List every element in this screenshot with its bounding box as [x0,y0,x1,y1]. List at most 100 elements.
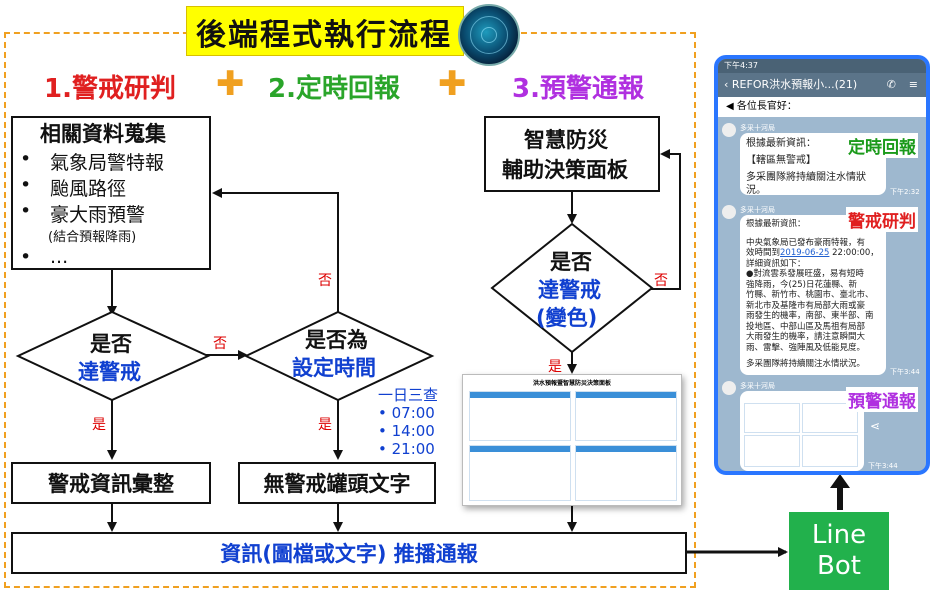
date-link[interactable]: 2019-06-25 [780,248,830,258]
title-banner [186,6,464,56]
msg-line: 中央氣象局已發布豪雨特報，有 [746,237,866,248]
phone-mockup: 下午4:37 ‹ REFOR洪水預報小...(21) ✆ ≡ ◀ 各位長官好： … [714,55,930,475]
collect-item-rain-note: (結合預報降雨) [48,230,137,245]
collect-item-weather: 氣象局警特報 [50,152,165,174]
msg-line: 【轄區無警戒】 [746,155,816,166]
schedule-time-1: 07:00 [391,404,435,422]
collect-item-typhoon: 颱風路徑 [50,178,127,200]
thumbnail-title: 洪水預報暨智慧防災決策面板 [532,380,611,387]
msg-line: 詳細資訊如下： [746,258,806,269]
bullet: • [20,148,32,170]
call-icon[interactable]: ✆ [886,78,896,91]
announcement-bar[interactable]: ◀ 各位長官好： [718,97,926,117]
status-time: 下午4:37 [724,61,758,70]
megaphone-icon: ◀ [726,101,737,112]
msg-line: 多采團隊將持續關注水情狀況。 [746,172,866,196]
tag-judge: 警戒研判 [846,207,918,232]
thumb-panel [744,435,800,467]
msg-line: 強降雨，今(25)日花蓮縣、新 [746,279,857,290]
msg-line: 新北市及基隆市有局部大雨或豪 [746,300,866,311]
chat-title[interactable]: REFOR洪水預報小...(21) [731,78,858,91]
message-warning-image[interactable] [740,391,864,471]
radar-ring-inner [481,27,497,43]
message-judge[interactable]: 根據最新資訊： 中央氣象局已發布豪雨特報，有 效時間到2019-06-25 22… [740,215,886,375]
avatar[interactable] [722,381,736,395]
bullet: • [20,200,32,222]
schedule-time-3: 21:00 [391,440,435,458]
msg-line: ●對流雲系發展旺盛，易有短時 [746,269,864,279]
sender-name: 多采十河局 [740,206,775,214]
avatar[interactable] [722,123,736,137]
plus-icon: ✚ [216,64,245,104]
page-title: 後端程式執行流程 [196,18,452,53]
push-notify-box: 資訊(圖檔或文字) 推播通報 [11,532,687,574]
section-scheduled-report: 2.定時回報 [268,74,400,104]
label-no-alert: 否 [213,336,227,352]
menu-icon[interactable]: ≡ [908,78,918,91]
section-alert-judge: 1.警戒研判 [44,74,176,104]
radar-ring [470,16,508,54]
dashboard-line2: 輔助決策面板 [502,158,628,182]
bullet: • [20,246,32,268]
label-yes-time: 是 [318,417,332,433]
bullet: • [20,174,32,196]
msg-line: 22:00:00， [829,248,879,258]
msg-line: 大雨發生的機率，請注意瞬間大 [746,332,866,342]
collect-item-more: ... [50,246,69,268]
label-yes-change: 是 [548,359,562,375]
schedule-title: 一日三查 [378,386,439,404]
no-alert-text-box: 無警戒罐頭文字 [238,462,436,504]
decision-time-line1: 是否為 [305,328,368,352]
tag-warn: 預警通報 [846,387,918,412]
arrow-time-no-loop [212,188,339,312]
decision-change-line1: 是否 [550,250,592,274]
decision-alert-line2: 達警戒 [78,360,141,384]
plus-icon: ✚ [438,64,467,104]
msg-line: 雨、雷擊、強陣風及低能見度。 [746,342,866,353]
back-icon[interactable]: ‹ [724,78,732,91]
line-bot-line2: Bot [817,551,861,581]
msg-time: 下午2:32 [890,188,920,196]
tag-report: 定時回報 [846,133,918,158]
thumb-panel [744,403,800,433]
dashboard-thumbnail: 洪水預報暨智慧防災決策面板 [462,374,682,506]
dashboard-box [484,116,660,192]
avatar[interactable] [722,205,736,219]
msg-line: 投地區、中部山區及馬祖有局部 [746,321,866,332]
label-no-change: 否 [654,273,668,289]
decision-alert-line1: 是否 [90,332,132,356]
announcement-text: 各位長官好： [736,101,797,112]
msg-time: 下午3:44 [890,368,920,376]
share-icon[interactable]: ⋖ [870,419,881,433]
thumb-panel [802,435,858,467]
msg-line: 多采團隊將持續關注水情狀況。 [746,359,866,369]
msg-line: 效時間到 [746,248,781,258]
thumb-panel [575,445,677,501]
decision-time-diamond [243,310,435,402]
message-report[interactable]: 根據最新資訊： 【轄區無警戒】 多采團隊將持續關注水情狀況。 [740,133,886,196]
line-bot-line1: Line [811,520,867,550]
thumb-panel [802,403,858,433]
status-bar: 下午4:37 [718,59,926,73]
alert-summary-box: 警戒資訊彙整 [11,462,211,504]
decision-time-line2: 設定時間 [292,356,376,380]
thumb-panel [469,391,571,441]
section-early-warning: 3.預警通報 [512,74,644,104]
sender-name: 多采十河局 [740,382,775,390]
collect-item-rain: 豪大雨預警 [50,204,146,226]
dashboard-line1: 智慧防災 [524,128,608,152]
label-no-time: 否 [318,273,332,289]
msg-line: 根據最新資訊： [746,138,816,149]
msg-line: 根據最新資訊： [746,219,806,229]
sender-name: 多采十河局 [740,124,775,132]
label-yes-alert: 是 [92,417,106,433]
data-collect-title: 相關資料蒐集 [40,122,166,146]
chat-header: ‹ REFOR洪水預報小...(21) ✆ ≡ [718,73,926,97]
msg-time: 下午3:44 [868,462,898,470]
decision-change-diamond [490,222,654,354]
arrow-change-no-loop [650,149,681,290]
decision-change-line2: 達警戒 [538,278,601,302]
thumb-panel [575,391,677,441]
